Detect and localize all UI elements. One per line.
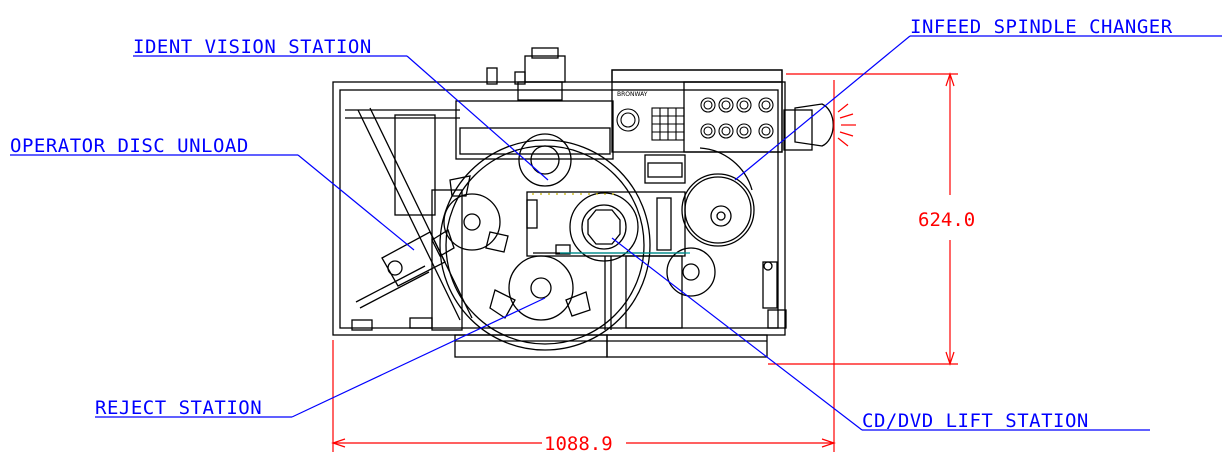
machine-body [332, 47, 834, 358]
callout-leaders [10, 35, 1222, 431]
dimension-lines [331, 72, 958, 452]
infeed-spindle-label: INFEED SPINDLE CHANGER [910, 16, 1173, 38]
panel-brand: BRONWAY [617, 91, 648, 98]
control-panel-detail [616, 97, 774, 141]
operator-unload-label: OPERATOR DISC UNLOAD [10, 135, 249, 157]
accent-lines [532, 193, 690, 254]
reject-station-label: REJECT STATION [95, 397, 262, 419]
height-dimension: 624.0 [918, 209, 975, 231]
width-dimension: 1088.9 [544, 433, 613, 455]
ident-vision-label: IDENT VISION STATION [133, 36, 372, 58]
lift-station-label: CD/DVD LIFT STATION [862, 410, 1089, 432]
beacon-rays [837, 103, 856, 147]
